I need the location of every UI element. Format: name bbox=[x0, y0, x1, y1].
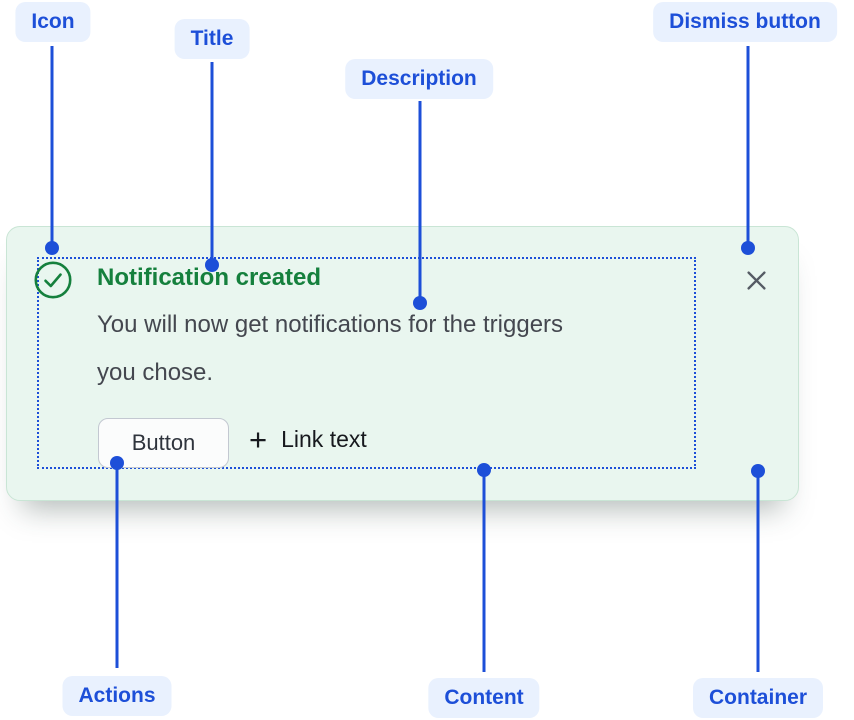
callout-line-description bbox=[418, 101, 422, 303]
callout-line-actions bbox=[115, 463, 119, 668]
close-icon bbox=[746, 270, 766, 290]
callout-line-icon bbox=[50, 46, 54, 248]
callout-line-dismiss-button bbox=[746, 46, 750, 248]
callout-dot-icon bbox=[45, 241, 59, 255]
plus-icon: + bbox=[249, 422, 268, 457]
callout-dot-actions bbox=[110, 456, 124, 470]
success-check-icon bbox=[34, 261, 72, 299]
callout-label-dismiss-button: Dismiss button bbox=[653, 2, 837, 42]
callout-dot-container bbox=[751, 464, 765, 478]
content-region bbox=[37, 257, 696, 469]
callout-label-content: Content bbox=[428, 678, 540, 718]
callout-line-content bbox=[482, 470, 486, 672]
notification-description: You will now get notifications for the t… bbox=[97, 311, 564, 386]
link-label: Link text bbox=[281, 426, 367, 452]
callout-dot-title bbox=[205, 258, 219, 272]
callout-label-actions: Actions bbox=[62, 676, 172, 716]
callout-line-title bbox=[210, 62, 214, 265]
callout-dot-content bbox=[477, 463, 491, 477]
callout-dot-dismiss-button bbox=[741, 241, 755, 255]
callout-dot-description bbox=[413, 296, 427, 310]
callout-line-container bbox=[756, 471, 760, 672]
dismiss-button[interactable] bbox=[736, 260, 776, 300]
callout-label-title: Title bbox=[174, 19, 250, 59]
notification-card: Notification created You will now get no… bbox=[6, 226, 799, 501]
callout-label-container: Container bbox=[692, 678, 824, 718]
link-action[interactable]: + Link text bbox=[249, 424, 367, 455]
callout-label-icon: Icon bbox=[15, 2, 91, 42]
callout-label-description: Description bbox=[345, 59, 493, 99]
